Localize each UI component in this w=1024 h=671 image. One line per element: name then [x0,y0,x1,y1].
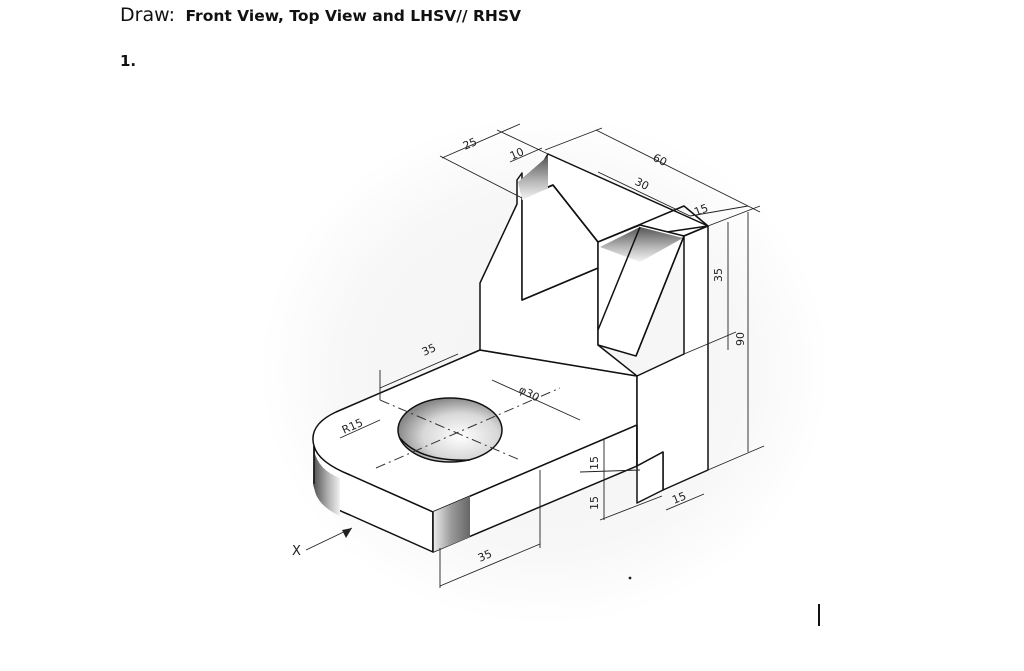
dim-line-35-bottom [439,543,541,587]
heading-draw-label: Draw: [120,4,175,26]
centerline-b [375,387,561,469]
dim-line-15-notch [665,493,705,511]
ext-line-25b [496,129,549,155]
dim-line-r15 [339,419,381,439]
slot-diagonal-2 [635,235,685,357]
dim-line-10 [509,147,543,163]
dim-line-60 [595,129,761,213]
text-cursor [818,604,820,626]
center-lines [375,387,561,469]
hole-inner-edge [399,437,471,461]
dim-60-label: 60 [651,151,669,169]
object-body [312,153,709,553]
base-corner-shade [433,496,470,552]
question-number: 1. [120,52,137,70]
dim-15-v2-label: 15 [588,496,601,510]
dim-line-25 [441,123,521,159]
ext-line-25a [439,155,523,199]
dim-30-label: 30 [633,175,651,193]
stray-dot [628,576,632,580]
slot-shade [600,227,683,262]
dim-35-base-label: 35 [420,341,438,359]
dimension-lines [305,123,765,588]
dim-25-label: 25 [461,135,479,153]
dim-15-top-label: 15 [692,201,710,218]
ext-line-top-right [707,205,761,227]
left-block-shade [518,156,548,200]
dim-15-v1-label: 15 [588,456,601,470]
direction-marker-label: X [292,544,301,559]
bottom-notch [636,451,664,504]
ext-line-35 [683,331,737,355]
slot-diagonal-1 [597,226,641,331]
base-front-shade [314,450,340,516]
dim-15-notch-label: 15 [670,489,688,506]
centerline-a [379,399,521,461]
heading-views-list: Front View, Top View and LHSV// RHSV [185,7,522,25]
dim-35-right-label: 35 [712,268,725,282]
dim-line-phi30 [491,379,581,421]
dim-90-label: 90 [734,332,747,346]
ext-line-90 [707,445,765,471]
dim-10-label: 10 [508,145,526,163]
ext-line-15-bottom [599,495,663,521]
ext-line-15-mid [579,469,641,473]
hole-outline [397,397,503,463]
dim-line-15-top [689,205,749,217]
ext-line-60a [544,127,603,151]
dim-line-30 [597,171,691,217]
task-heading: Draw: Front View, Top View and LHSV// RH… [120,4,521,26]
direction-arrow-head [342,528,352,538]
dim-35-bottom-label: 35 [476,547,494,565]
dim-line-35-base [379,353,459,389]
